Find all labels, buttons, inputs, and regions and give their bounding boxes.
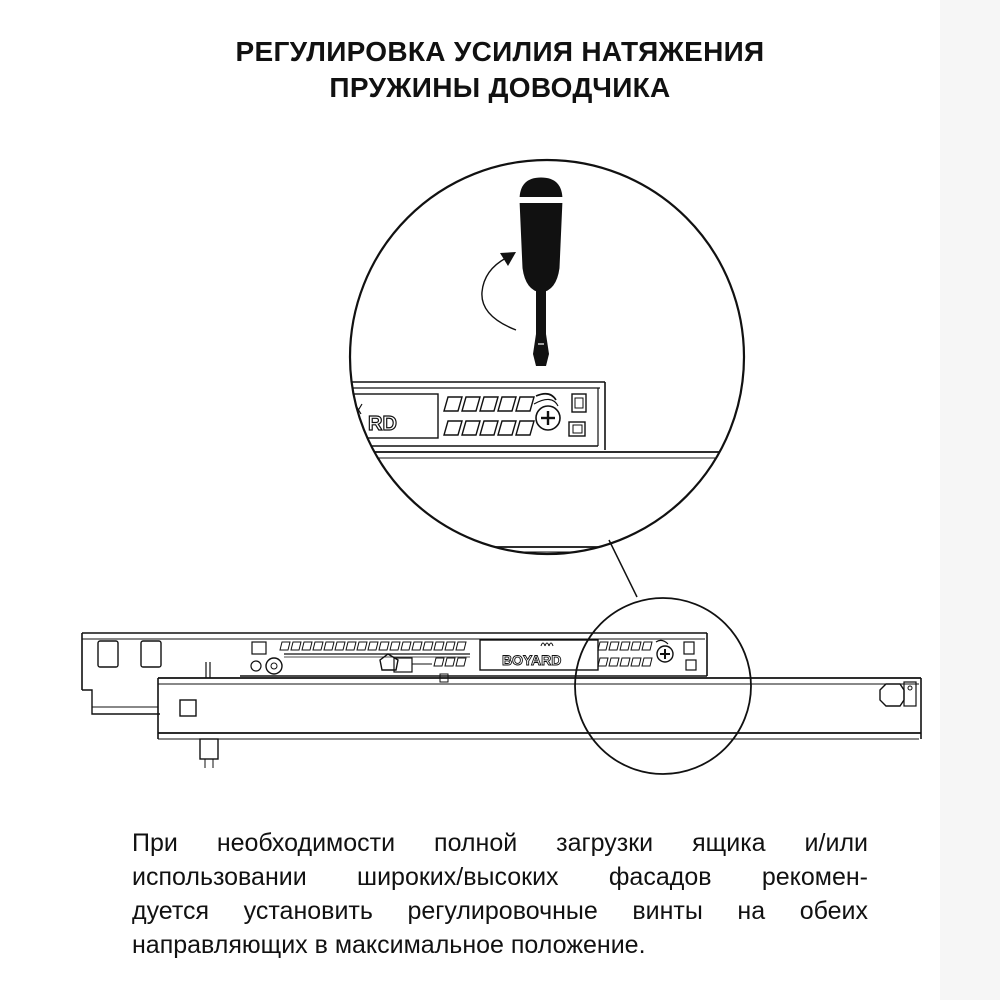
runner-assembly	[81, 632, 922, 768]
zoom-vent-slots	[443, 396, 535, 436]
rotation-arrow-icon	[481, 252, 517, 331]
screwdriver-icon	[518, 177, 564, 366]
zoom-detail: RD	[348, 158, 746, 556]
instruction-note: При необходимости полной загрузки ящика …	[132, 826, 868, 962]
title-line-1: РЕГУЛИРОВКА УСИЛИЯ НАТЯЖЕНИЯ	[235, 36, 765, 67]
leader-line	[608, 539, 638, 598]
note-line-3: дуется установить регулировочные винты н…	[132, 897, 868, 925]
note-line-4: направляющих в максимальное положение.	[132, 931, 646, 959]
main-vent-slots	[279, 641, 653, 667]
zoom-brand-text: RD	[368, 413, 397, 435]
page-edge	[940, 0, 1000, 1000]
note-line-1: При необходимости полной загрузки ящика …	[132, 829, 868, 857]
detail-marker-circle	[574, 597, 752, 775]
note-line-2: использовании широких/высоких фасадов ре…	[132, 863, 868, 891]
title-line-2: ПРУЖИНЫ ДОВОДЧИКА	[329, 72, 671, 103]
brand-logo-icon	[540, 642, 554, 647]
adjustment-screw-icon	[535, 405, 561, 431]
main-brand-text: BOYARD	[502, 652, 561, 668]
page-title: РЕГУЛИРОВКА УСИЛИЯ НАТЯЖЕНИЯ ПРУЖИНЫ ДОВ…	[0, 34, 1000, 106]
